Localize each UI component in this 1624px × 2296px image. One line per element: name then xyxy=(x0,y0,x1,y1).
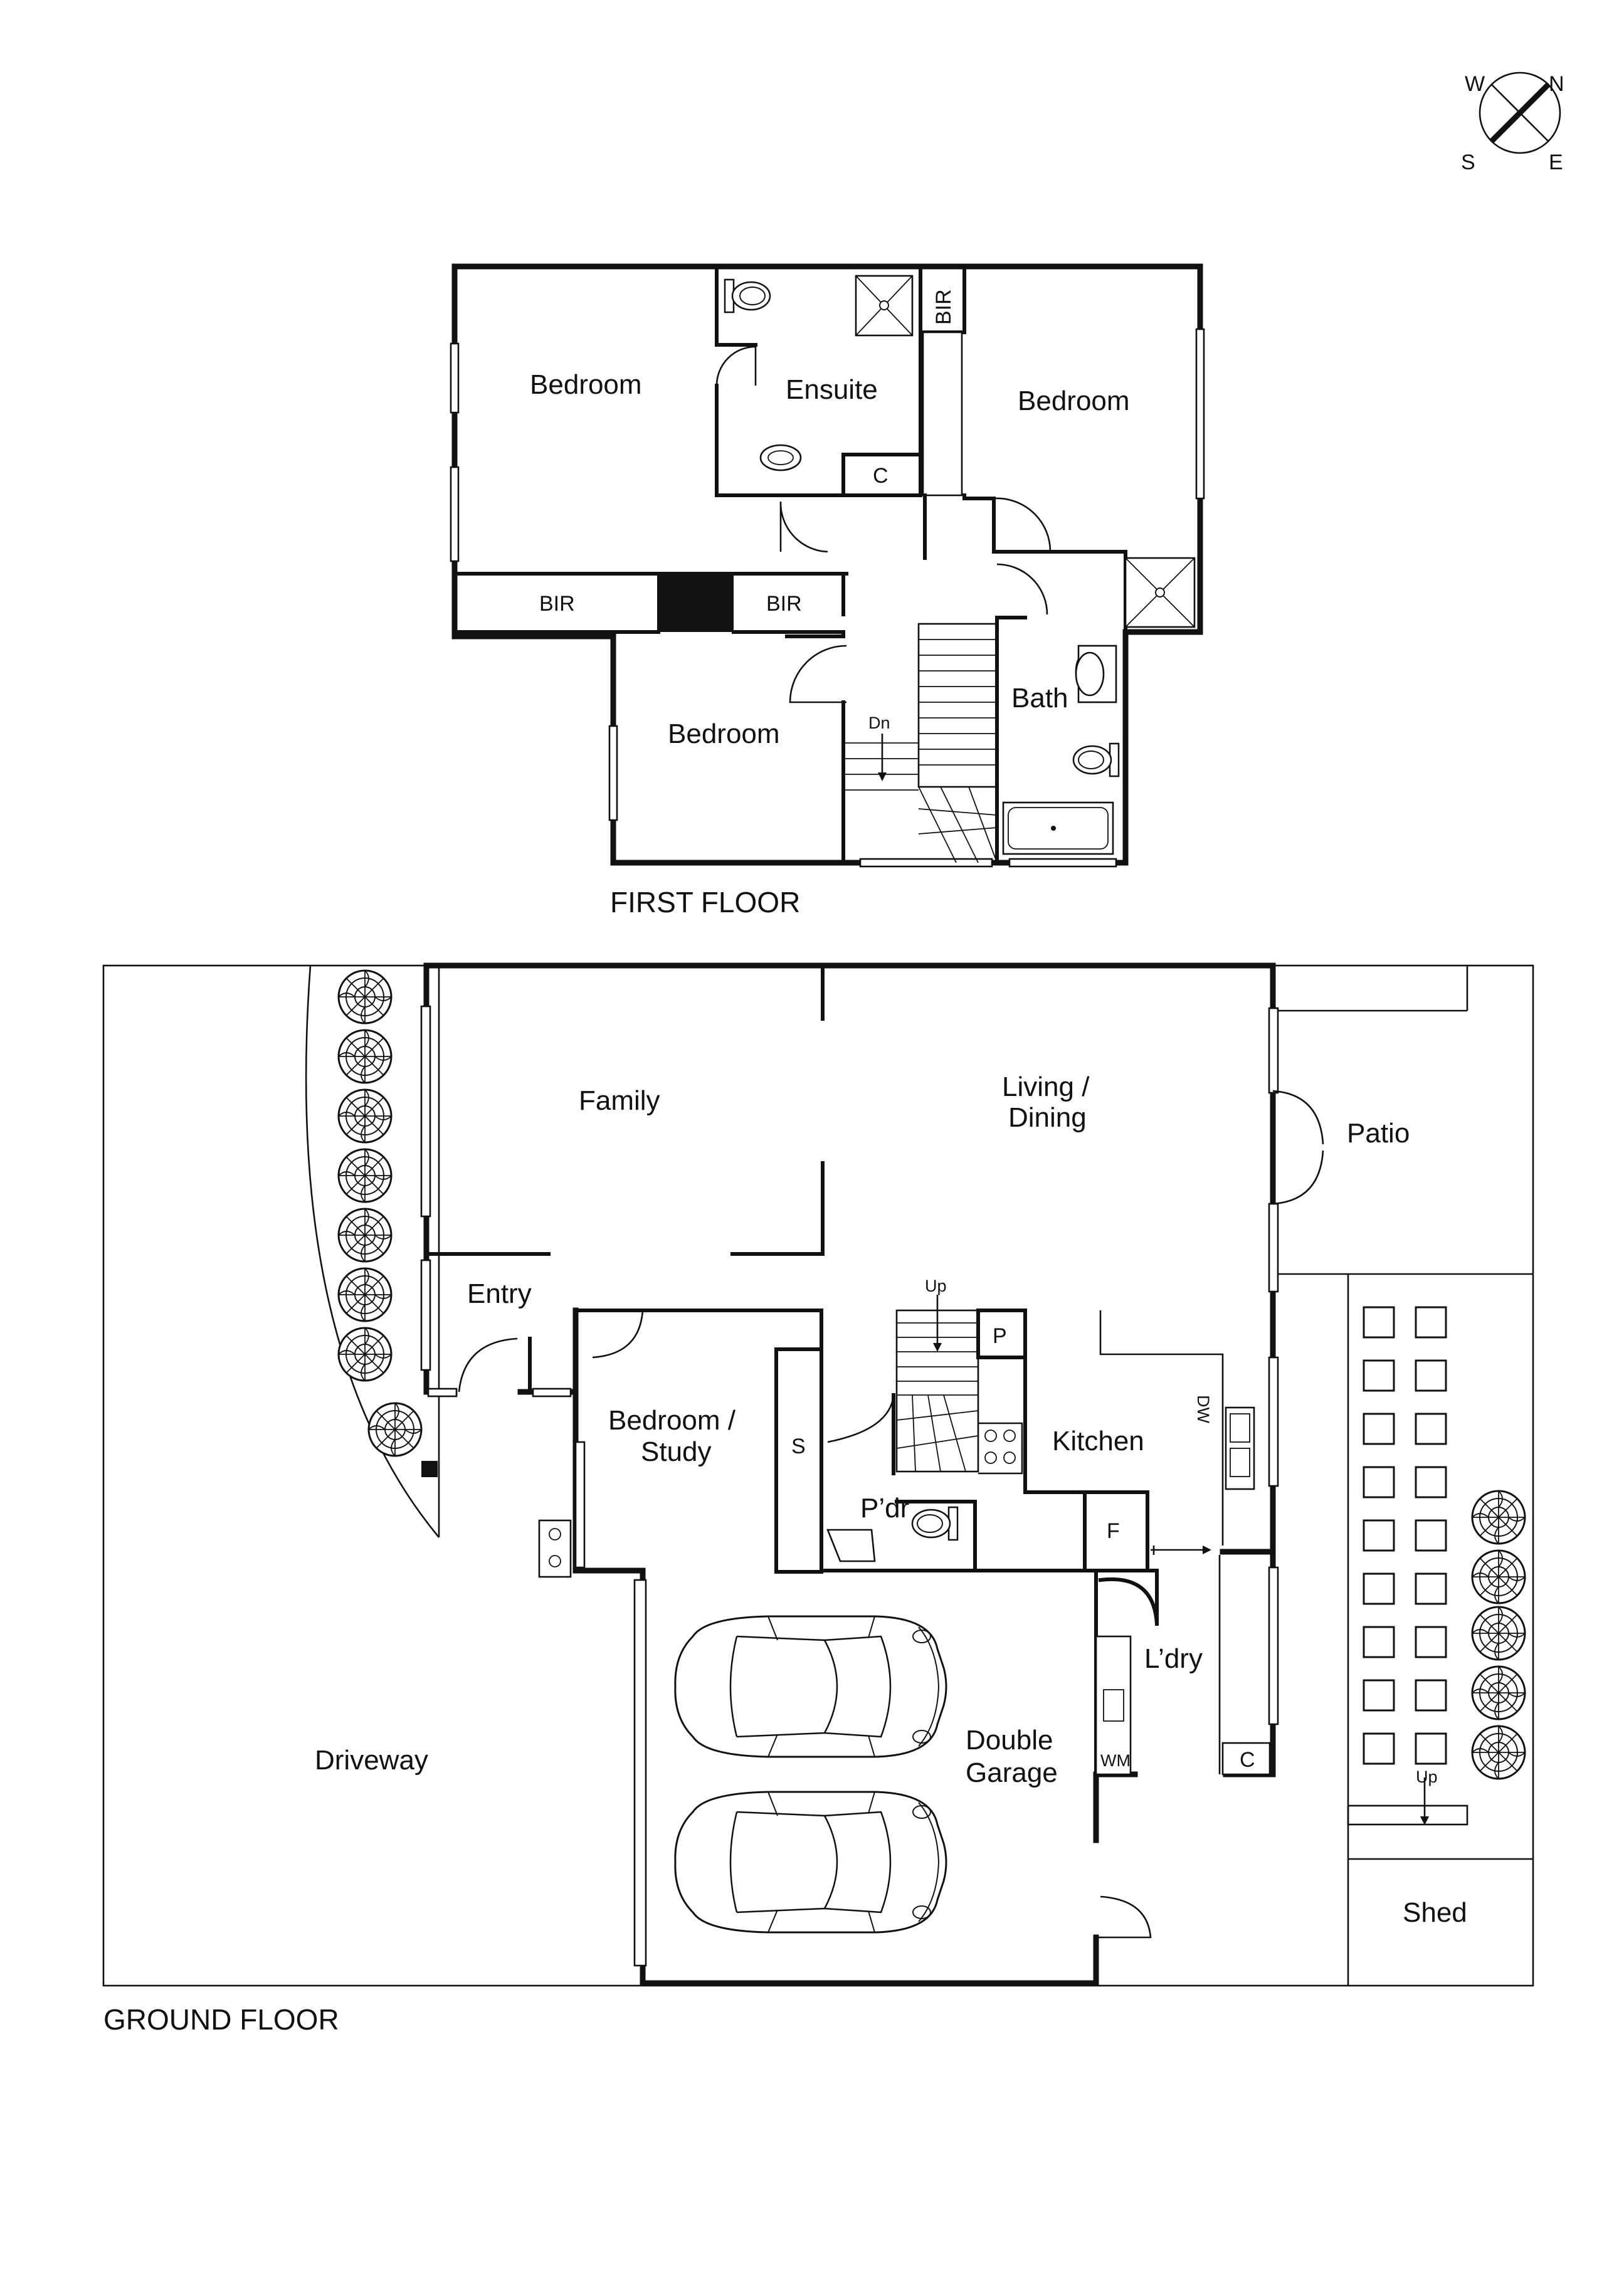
first-bedroom-3-label: Bedroom xyxy=(668,719,780,749)
bath-label: Bath xyxy=(1011,683,1068,714)
living-dining-label-line2: Dining xyxy=(1008,1102,1087,1133)
bedroom-study-label-line2: Study xyxy=(641,1436,712,1467)
stairs-down-label: Dn xyxy=(868,714,890,732)
kitchen-label: Kitchen xyxy=(1052,1426,1144,1456)
ensuite-label: Ensuite xyxy=(786,374,878,405)
first-bedroom-2-label: Bedroom xyxy=(1018,386,1130,416)
entry-label: Entry xyxy=(467,1278,532,1309)
paver-tiles xyxy=(1363,1306,1447,1765)
family-label: Family xyxy=(579,1085,660,1116)
ground-floor-title: GROUND FLOOR xyxy=(103,2003,339,2036)
living-dining-label-line1: Living / xyxy=(1002,1072,1090,1102)
patio-label: Patio xyxy=(1347,1118,1410,1149)
laundry-label: L’dry xyxy=(1144,1643,1203,1674)
ground-floor-plan: Up Family Living / xyxy=(102,962,1534,2036)
shed-label: Shed xyxy=(1403,1897,1467,1928)
compass-s: S xyxy=(1461,150,1475,174)
pantry-label: P xyxy=(993,1324,1007,1348)
storage-label: S xyxy=(791,1435,806,1458)
ground-cupboard-label: C xyxy=(1240,1748,1255,1772)
stairs-up-label: Up xyxy=(925,1277,947,1295)
garage-label-line1: Double xyxy=(966,1725,1053,1756)
bir-right-label: BIR xyxy=(766,592,802,616)
ensuite-bir-label: BIR xyxy=(932,289,956,325)
first-bedroom-1-label: Bedroom xyxy=(530,369,642,400)
bedroom-study-label-line1: Bedroom / xyxy=(608,1405,736,1436)
compass-n: N xyxy=(1549,72,1564,96)
washing-machine-label: WM xyxy=(1100,1751,1131,1770)
first-floor-plan: Dn Bedroom Ensuite Bedroom C BIR BIR BIR… xyxy=(450,263,1205,919)
compass-icon xyxy=(1479,71,1561,154)
powder-label: P’dr xyxy=(860,1493,909,1524)
dishwasher-label: DW xyxy=(1194,1395,1213,1423)
first-floor-title: FIRST FLOOR xyxy=(610,886,800,919)
compass-w: W xyxy=(1465,72,1485,96)
compass: W N S E xyxy=(1461,71,1564,174)
bir-left-label: BIR xyxy=(539,592,575,616)
garage-label-line2: Garage xyxy=(966,1757,1058,1788)
first-cupboard-label: C xyxy=(873,464,888,488)
shed-stairs-up-label: Up xyxy=(1416,1767,1438,1786)
compass-e: E xyxy=(1549,150,1563,174)
driveway-label: Driveway xyxy=(315,1745,428,1776)
fridge-label: F xyxy=(1107,1519,1120,1543)
